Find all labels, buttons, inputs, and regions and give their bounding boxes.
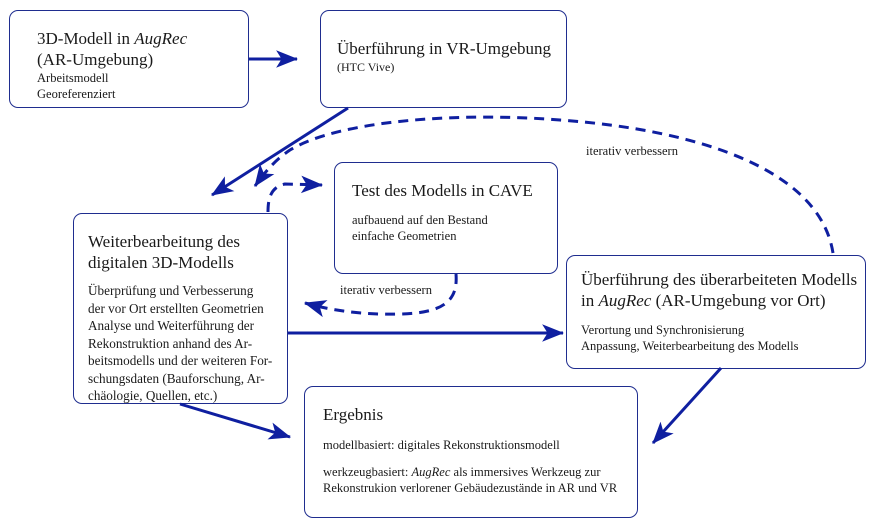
box-revised-transfer: Überführung des überarbeiteten Modells i…: [566, 255, 866, 369]
revised-transfer-title-line2: in AugRec (AR-Umgebung vor Ort): [581, 290, 857, 311]
revised-transfer-line: Anpassung, Weiterbearbeitung des Modells: [581, 339, 799, 353]
further-processing-line: Überprüfung und Verbesserung: [88, 283, 254, 298]
cave-test-title: Test des Modells in CAVE: [352, 181, 533, 200]
revised-transfer-title-suffix: (AR-Umgebung vor Ort): [651, 291, 826, 310]
revised-transfer-line: Verortung und Synchronisierung: [581, 323, 745, 337]
revised-transfer-title-app: AugRec: [598, 291, 652, 310]
further-processing-title: Weiterbearbeitung des: [88, 232, 241, 251]
further-processing-line: Analyse und Weiterführung der: [88, 318, 255, 333]
box-vr-transfer: Überführung in VR-Umgebung (HTC Vive): [320, 10, 567, 108]
further-processing-line: beitsmodells und der weiteren For-: [88, 353, 273, 368]
result-line-tool-prefix: werkzeugbasiert:: [323, 465, 412, 479]
result-line-tool-suffix: als immersives Werkzeug zur: [450, 465, 601, 479]
vr-transfer-line: (HTC Vive): [337, 60, 395, 74]
revised-transfer-title: Überführung des überarbeiteten Modells: [581, 270, 858, 289]
ar-model-title-line2: (AR-Umgebung): [37, 50, 154, 69]
ar-model-title-prefix: 3D-Modell in: [37, 29, 135, 48]
arrow-processing-to-cave: [266, 175, 324, 213]
box-ar-model: 3D-Modell in AugRec (AR-Umgebung) Arbeit…: [9, 10, 249, 108]
result-line-tool-app: AugRec: [411, 465, 451, 479]
arrow-vr-to-processing: [211, 106, 349, 197]
box-result: Ergebnis modellbasiert: digitales Rekons…: [304, 386, 638, 518]
result-title: Ergebnis: [323, 405, 384, 424]
iterate-label-mid: iterativ verbessern: [340, 283, 432, 297]
iterate-label-top: iterativ verbessern: [586, 144, 678, 158]
further-processing-line: der vor Ort erstellten Geometrien: [88, 300, 264, 316]
result-line-tool: werkzeugbasiert: AugRec als immersives W…: [323, 464, 617, 480]
ar-model-title: 3D-Modell in AugRec: [37, 28, 187, 49]
result-line-model: modellbasiert: digitales Rekonstruktions…: [323, 438, 560, 452]
further-processing-title-line2: digitalen 3D-Modells: [88, 253, 234, 272]
box-further-processing: Weiterbearbeitung des digitalen 3D-Model…: [73, 213, 288, 404]
box-cave-test: Test des Modells in CAVE aufbauend auf d…: [334, 162, 558, 274]
further-processing-line: Rekonstruktion anhand des Ar-: [88, 335, 253, 351]
ar-model-line: Georeferenziert: [37, 87, 116, 101]
further-processing-line: schungsdaten (Bauforschung, Ar-: [88, 370, 265, 386]
cave-test-line: einfache Geometrien: [352, 229, 457, 243]
arrow-revised-to-result: [651, 366, 723, 445]
revised-transfer-title-prefix: in: [581, 291, 599, 310]
result-line-tool-2: Rekonstrukion verlorener Gebäudezustände…: [323, 481, 618, 495]
vr-transfer-title: Überführung in VR-Umgebung: [337, 39, 552, 58]
cave-test-line: aufbauend auf den Bestand: [352, 213, 488, 227]
ar-model-title-app: AugRec: [134, 29, 188, 48]
further-processing-line: chäologie, Quellen, etc.): [88, 388, 218, 403]
arrow-processing-to-result: [179, 402, 292, 440]
ar-model-line: Arbeitsmodell: [37, 71, 109, 85]
